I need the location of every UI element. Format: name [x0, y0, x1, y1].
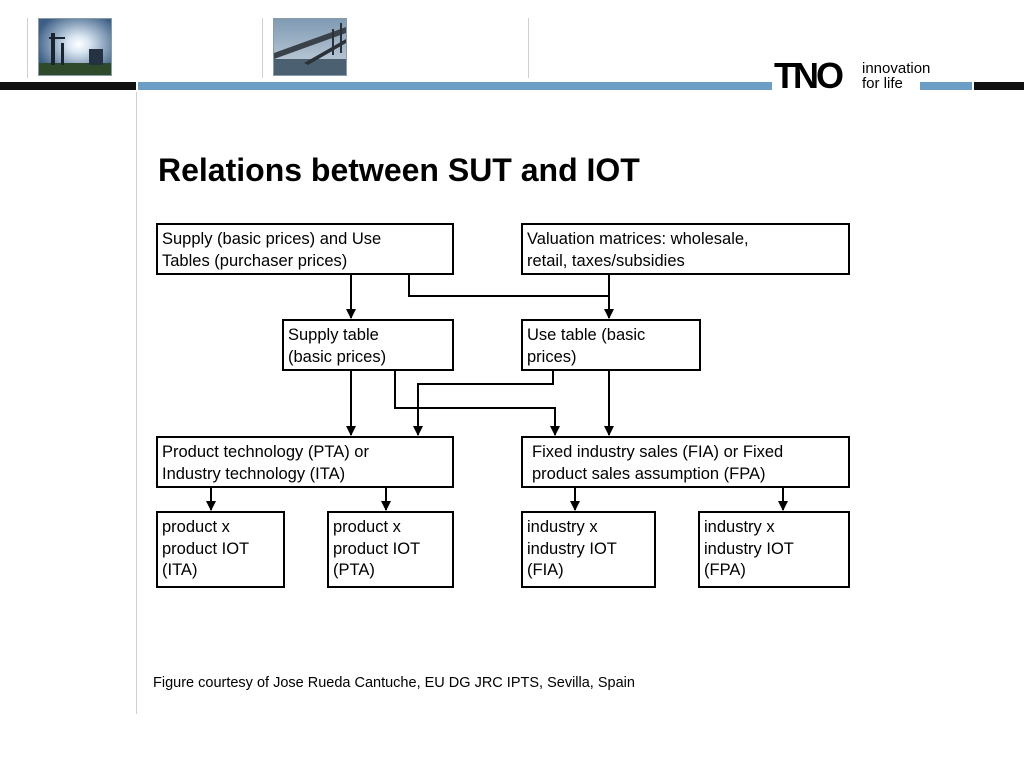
header-band-blue-right [920, 82, 972, 90]
header-band-left-black [0, 82, 136, 90]
arrow-sut-to-use [408, 274, 609, 297]
left-margin-line [136, 92, 137, 714]
box-supply-table: Supply table (basic prices) [282, 319, 454, 371]
box-piot-ita: product x product IOT (ITA) [156, 511, 285, 588]
slide-title: Relations between SUT and IOT [158, 152, 640, 188]
logo-tagline-1: innovation [862, 60, 931, 77]
header-band-right-black [974, 82, 1024, 90]
figure-caption: Figure courtesy of Jose Rueda Cantuche, … [153, 675, 635, 691]
logo-tagline-2: for life [862, 75, 903, 92]
header-divider-1 [27, 18, 28, 78]
box-use-table: Use table (basic prices) [521, 319, 701, 371]
box-sut: Supply (basic prices) and Use Tables (pu… [156, 223, 454, 275]
header-band-blue [138, 82, 772, 90]
arrow-supply-to-sales [394, 370, 560, 436]
arrow-use-to-tech [413, 370, 554, 436]
bridge-photo [273, 18, 347, 76]
box-technology-assumption: Product technology (PTA) or Industry tec… [156, 436, 454, 488]
header-divider-3 [528, 18, 529, 78]
logo-mark: TNO [774, 55, 844, 96]
box-sales-assumption: Fixed industry sales (FIA) or Fixed prod… [521, 436, 850, 488]
box-iiot-fia: industry x industry IOT (FIA) [521, 511, 656, 588]
box-piot-pta: product x product IOT (PTA) [327, 511, 454, 588]
power-plant-photo [38, 18, 112, 76]
header-divider-2 [262, 18, 263, 78]
box-valuation: Valuation matrices: wholesale, retail, t… [521, 223, 850, 275]
box-iiot-fpa: industry x industry IOT (FPA) [698, 511, 850, 588]
